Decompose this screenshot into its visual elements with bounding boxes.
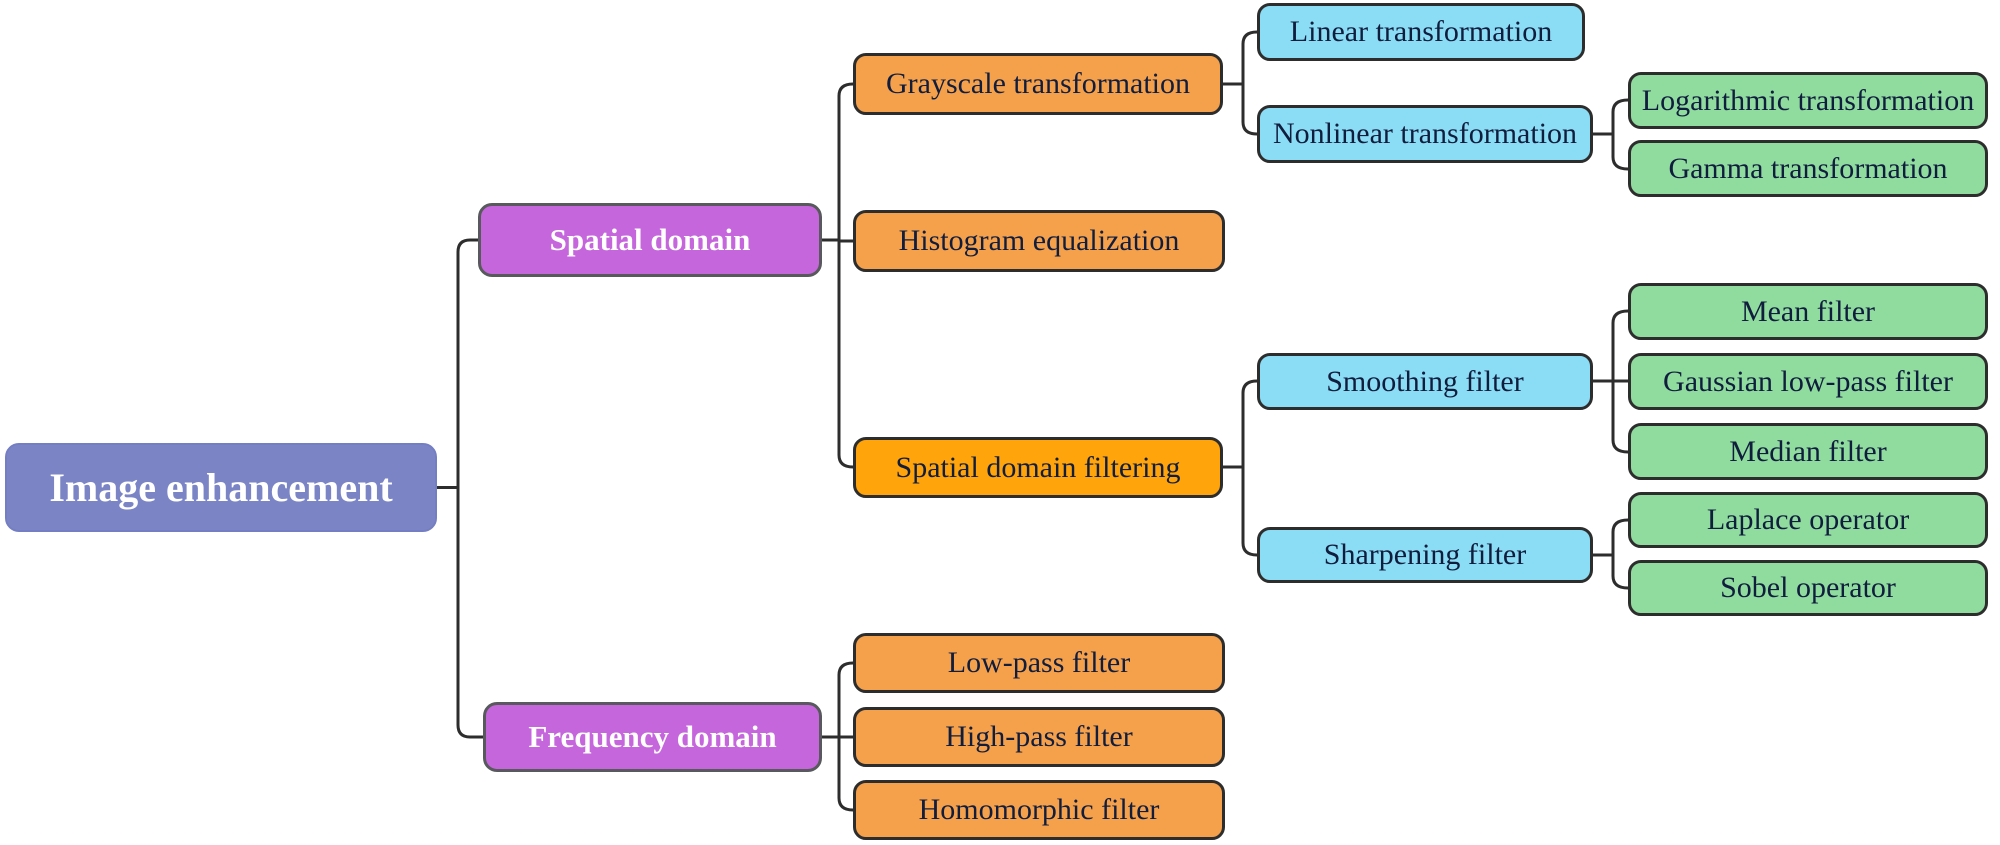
node-logarithmic-transformation: Logarithmic transformation <box>1628 72 1988 129</box>
node-sobel-operator: Sobel operator <box>1628 560 1988 616</box>
node-sharpening-filter: Sharpening filter <box>1257 527 1593 583</box>
node-spatial-domain: Spatial domain <box>478 203 822 277</box>
node-grayscale-transformation: Grayscale transformation <box>853 53 1223 115</box>
connector-spatial-branch <box>822 82 854 469</box>
node-gaussian-low-pass-filter: Gaussian low-pass filter <box>1628 353 1988 410</box>
connector-grayscale-branch <box>1223 30 1258 136</box>
node-high-pass-filter: High-pass filter <box>853 707 1225 767</box>
node-frequency-domain: Frequency domain <box>483 702 822 772</box>
connector-spatial-filtering-branch <box>1223 379 1258 557</box>
node-linear-transformation: Linear transformation <box>1257 3 1585 61</box>
node-smoothing-filter: Smoothing filter <box>1257 353 1593 410</box>
node-low-pass-filter: Low-pass filter <box>853 633 1225 693</box>
node-laplace-operator: Laplace operator <box>1628 492 1988 548</box>
node-gamma-transformation: Gamma transformation <box>1628 140 1988 197</box>
connector-root-branch <box>437 238 483 739</box>
node-mean-filter: Mean filter <box>1628 283 1988 340</box>
connector-frequency-branch <box>822 661 854 812</box>
node-histogram-equalization: Histogram equalization <box>853 210 1225 272</box>
connector-smoothing-branch <box>1593 309 1629 454</box>
node-homomorphic-filter: Homomorphic filter <box>853 780 1225 840</box>
node-nonlinear-transformation: Nonlinear transformation <box>1257 105 1593 163</box>
node-spatial-domain-filtering: Spatial domain filtering <box>853 437 1223 498</box>
node-image-enhancement: Image enhancement <box>5 443 437 532</box>
connector-nonlinear-branch <box>1593 98 1629 171</box>
connector-sharpening-branch <box>1593 518 1629 590</box>
node-median-filter: Median filter <box>1628 423 1988 480</box>
